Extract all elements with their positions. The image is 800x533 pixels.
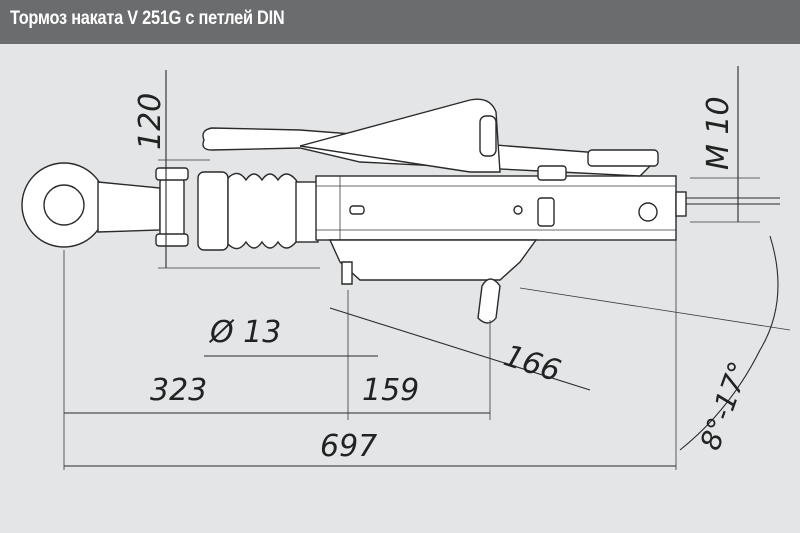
title-bar: Тормоз наката V 251G с петлей DIN <box>0 0 800 44</box>
dim-length-159: 159 <box>362 373 419 408</box>
bracket-slot <box>477 278 501 324</box>
lower-bracket <box>328 239 538 281</box>
hex-nut <box>197 171 229 251</box>
dim-height-120: 120 <box>133 93 168 150</box>
dim-thread-m10: M 10 <box>701 96 736 170</box>
technical-drawing: 120 M 10 Ø 13 323 159 166 697 8°-17° <box>21 66 791 470</box>
dim-length-323: 323 <box>150 373 207 408</box>
damper-bolt <box>638 202 658 222</box>
towing-eye-hole <box>43 184 85 226</box>
rubber-bellows <box>227 172 301 250</box>
dim-length-697: 697 <box>320 429 377 464</box>
shank-clamp <box>159 177 185 243</box>
lever-pivot-plate <box>299 98 501 173</box>
eye-shank <box>97 181 161 233</box>
dim-angle: 8°-17° <box>694 357 756 454</box>
dim-length-166: 166 <box>500 338 565 389</box>
dim-hole-diameter: Ø 13 <box>208 315 281 350</box>
dimension-lines <box>63 66 791 470</box>
coupling-assembly <box>21 98 780 324</box>
diagram-title: Тормоз наката V 251G с петлей DIN <box>10 8 285 29</box>
